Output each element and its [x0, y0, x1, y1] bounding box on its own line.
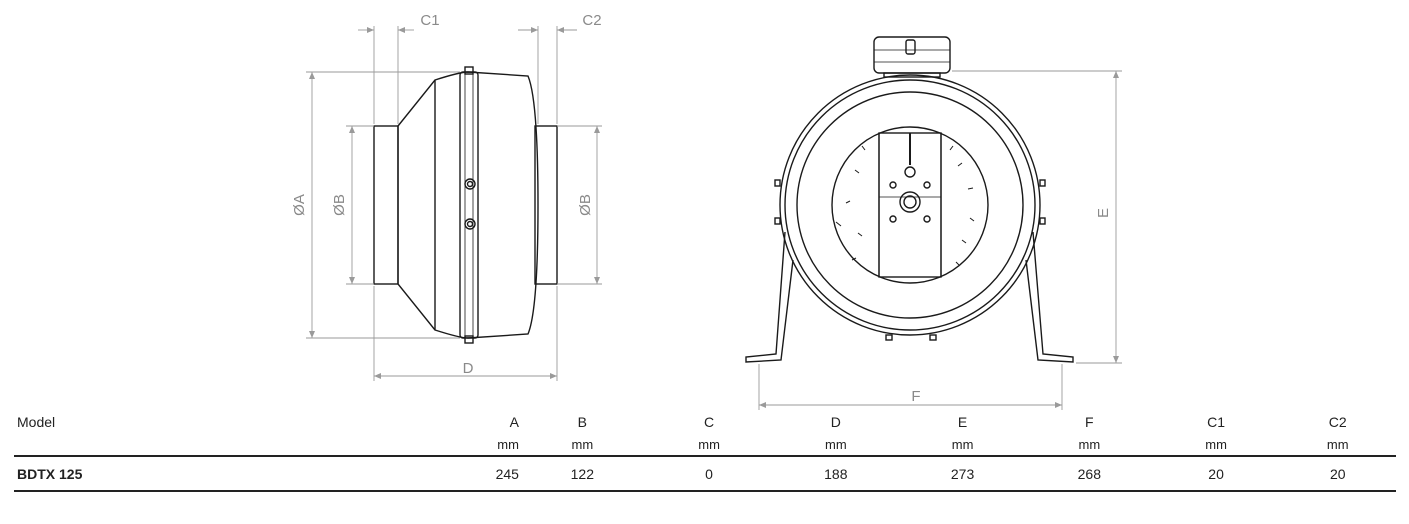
dim-label-b-right: ØB: [577, 194, 594, 216]
table-row: BDTX 125 245 122 0 188 273 268 20 20: [14, 456, 1396, 492]
motor-hub: [899, 191, 921, 213]
cell-d: 188: [772, 456, 900, 492]
dim-label-f: F: [911, 388, 920, 405]
unit-c1: mm: [1152, 433, 1280, 457]
cell-c2: 20: [1279, 456, 1396, 492]
unit-d: mm: [772, 433, 900, 457]
unit-b: mm: [518, 433, 646, 457]
housing-outer-ring: [779, 74, 1041, 336]
front-view: [745, 36, 1074, 363]
housing-inner-ring: [796, 91, 1024, 319]
col-header-c: C: [704, 413, 715, 430]
impeller: [831, 126, 989, 284]
side-view: [373, 66, 558, 344]
stand-left-leg: [745, 231, 794, 363]
cell-c1: 20: [1152, 456, 1280, 492]
table-unit-row: mm mm mm mm mm mm mm mm: [14, 433, 1396, 457]
col-header-a: A: [509, 413, 519, 430]
bolt: [464, 218, 476, 230]
outlet-spigot: [534, 125, 558, 285]
inlet-spigot: [373, 125, 399, 285]
dim-label-c1: C1: [420, 12, 439, 29]
housing-clamp: [459, 71, 479, 339]
terminal-box: [873, 36, 951, 78]
dimensions-table: Model A B C D E F C1 C2 mm mm mm mm mm m…: [14, 410, 1396, 492]
col-header-f: F: [1085, 413, 1094, 430]
col-header-e: E: [957, 413, 968, 430]
front-dimension-lines: [758, 70, 1122, 410]
cell-a: 245: [392, 456, 519, 492]
col-header-b: B: [577, 413, 587, 430]
unit-e: mm: [899, 433, 1026, 457]
cell-b: 122: [518, 456, 646, 492]
technical-drawing: C1 C2 ØA ØB ØB D: [291, 12, 1122, 410]
dim-label-a: ØA: [291, 194, 308, 216]
unit-model: [14, 433, 393, 457]
cell-c: 0: [645, 456, 773, 492]
col-header-d: D: [830, 413, 841, 430]
dim-label-b-left: ØB: [331, 194, 348, 216]
col-header-c2: C2: [1328, 413, 1347, 430]
fan-housing: [397, 71, 539, 339]
unit-f: mm: [1025, 433, 1153, 457]
stand-right-leg: [1025, 231, 1074, 363]
dim-label-d: D: [463, 360, 474, 377]
impeller-blades: [835, 145, 975, 266]
dim-label-e: E: [1095, 208, 1112, 218]
unit-c2: mm: [1279, 433, 1396, 457]
col-header-model: Model: [17, 413, 56, 430]
unit-c: mm: [645, 433, 773, 457]
cell-e: 273: [899, 456, 1026, 492]
unit-a: mm: [392, 433, 519, 457]
bolt: [464, 178, 476, 190]
cell-model: BDTX 125: [14, 456, 393, 492]
dim-label-c2: C2: [582, 12, 601, 29]
col-header-c1: C1: [1207, 413, 1226, 430]
table-header-row: Model A B C D E F C1 C2: [14, 410, 1396, 433]
cell-f: 268: [1025, 456, 1153, 492]
